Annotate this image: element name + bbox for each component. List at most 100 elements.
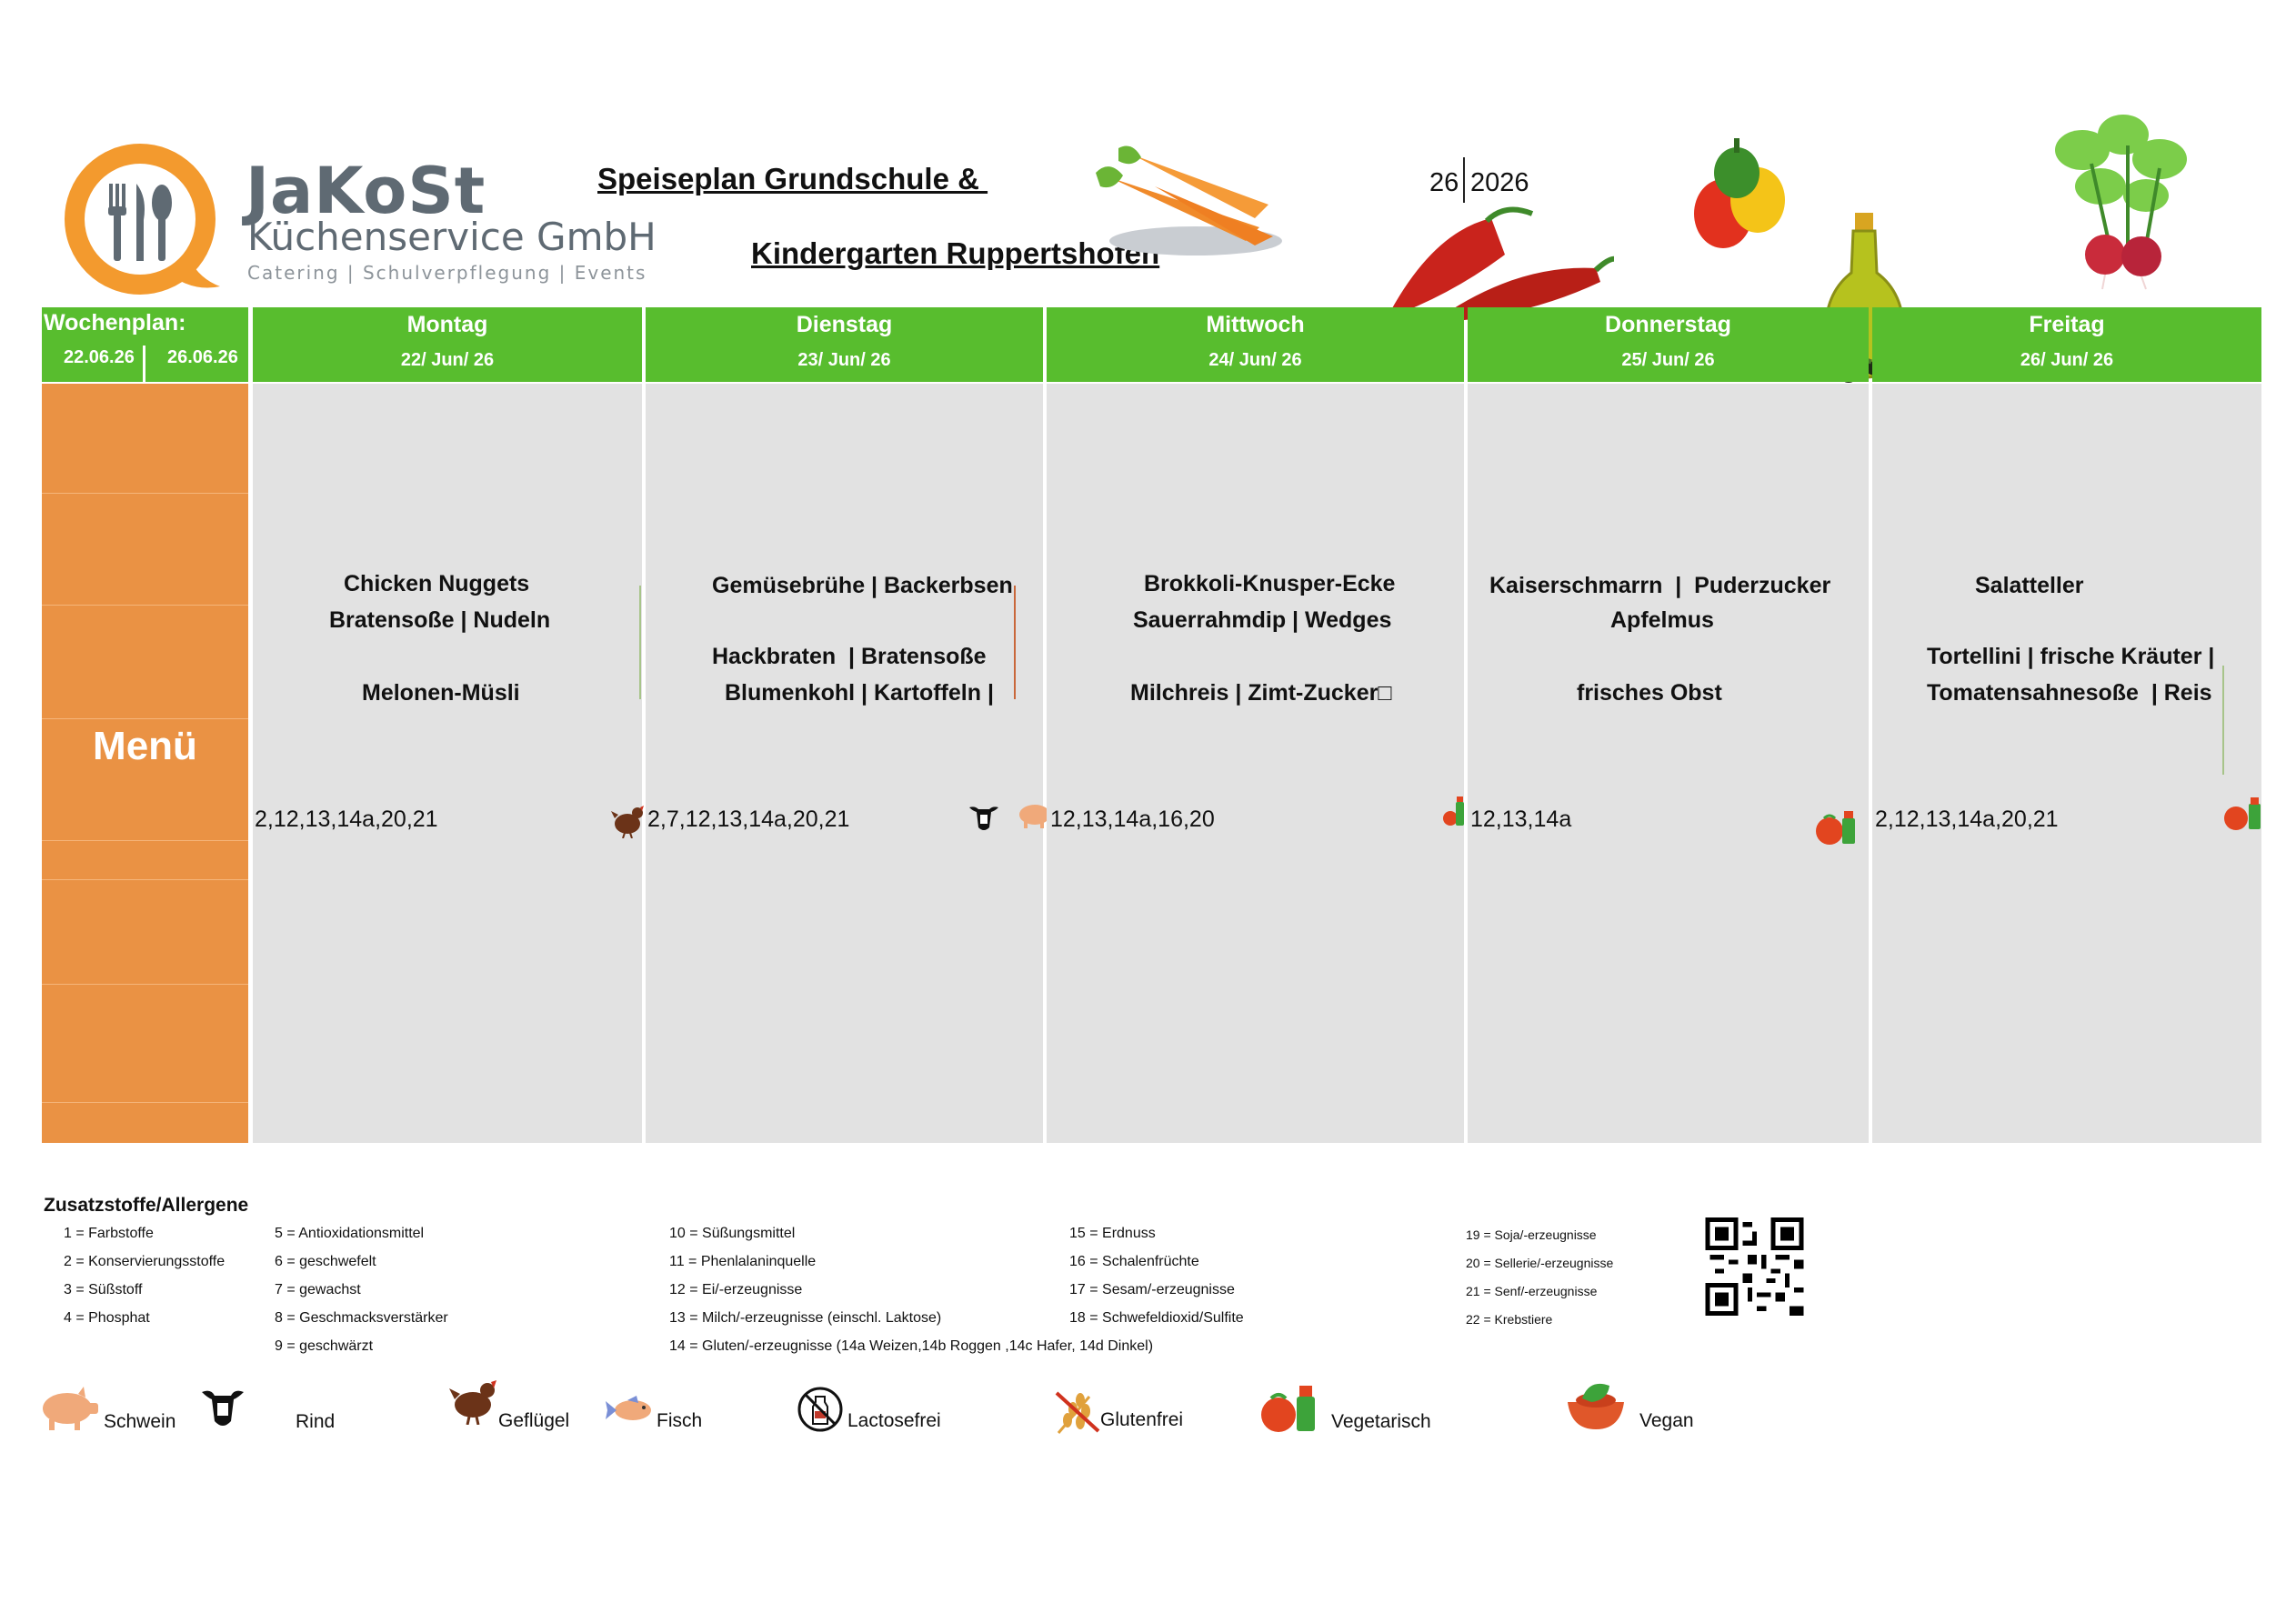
radishes-icon (2055, 115, 2187, 290)
legend-item: 19 = Soja/-erzeugnisse (1466, 1227, 1597, 1242)
jakost-logo-icon (65, 144, 220, 295)
day-cell-mittwoch: Brokkoli-Knusper-Ecke Sauerrahmdip | Wed… (1047, 384, 1464, 1143)
dish-line: frisches Obst (1577, 680, 1722, 706)
weekplan-label: Wochenplan: (44, 310, 186, 336)
day-header-mittwoch: Mittwoch 24/ Jun/ 26 (1047, 307, 1464, 382)
day-header-montag: Montag 22/ Jun/ 26 (253, 307, 642, 382)
legend-item: 5 = Antioxidationsmittel (275, 1226, 425, 1241)
allergen-codes: 12,13,14a,16,20 (1050, 806, 1215, 832)
cell-edge-line (2222, 666, 2224, 775)
year: 2026 (1470, 168, 1529, 197)
symbol-label-vegan: Vegan (1639, 1410, 1694, 1431)
legend-item: 4 = Phosphat (64, 1310, 150, 1326)
logo-brand-text: JaKoSt (246, 154, 486, 228)
week-year-divider (1463, 157, 1465, 203)
day-date: 26/ Jun/ 26 (2020, 350, 2114, 370)
dish-line: Kaiserschmarrn | Puderzucker (1489, 573, 1831, 598)
allergen-codes: 2,7,12,13,14a,20,21 (647, 806, 850, 832)
menu-column (42, 384, 248, 1143)
rind-icon (202, 1390, 244, 1426)
day-name: Donnerstag (1605, 312, 1731, 337)
vegetarisch-icon (1261, 1386, 1315, 1432)
dish-line: Melonen-Müsli (362, 680, 520, 706)
bell-peppers-icon (1694, 138, 1785, 248)
weekplan-start-date: 22.06.26 (64, 347, 135, 367)
dish-line: Salatteller (1975, 573, 2084, 598)
day-date: 23/ Jun/ 26 (797, 350, 891, 370)
logo-tagline: Catering | Schulverpflegung | Events (247, 262, 647, 284)
day-name: Freitag (2029, 312, 2105, 337)
dish-line: Tortellini | frische Kräuter | (1927, 644, 2215, 669)
dish-line: Gemüsebrühe | Backerbsen (712, 573, 1013, 598)
day-cell-donnerstag: Kaiserschmarrn | Puderzucker Apfelmus fr… (1468, 384, 1869, 1143)
day-name: Montag (406, 312, 488, 337)
logo-company-text: Küchenservice GmbH (247, 215, 657, 259)
day-header-freitag: Freitag 26/ Jun/ 26 (1872, 307, 2261, 382)
weekplan-date-divider (143, 346, 145, 382)
day-header-dienstag: Dienstag 23/ Jun/ 26 (646, 307, 1043, 382)
schwein-icon (43, 1387, 98, 1430)
allergen-codes: 12,13,14a (1470, 806, 1572, 832)
dish-line: Bratensoße | Nudeln (329, 607, 551, 633)
legend-item: 11 = Phenlalaninquelle (669, 1254, 817, 1269)
qr-code-icon[interactable] (1703, 1217, 1806, 1316)
legend-item: 22 = Krebstiere (1466, 1312, 1553, 1327)
legend-item: 3 = Süßstoff (64, 1282, 143, 1297)
legend-item: 15 = Erdnuss (1069, 1226, 1156, 1241)
day-cell-montag: Chicken Nuggets Bratensoße | Nudeln Melo… (253, 384, 644, 1143)
allergen-codes: 2,12,13,14a,20,21 (1875, 806, 2059, 832)
fisch-icon (606, 1396, 651, 1420)
gefluegel-icon (449, 1380, 496, 1425)
legend-item: 9 = geschwärzt (275, 1338, 374, 1354)
legend-item: 18 = Schwefeldioxid/Sulfite (1069, 1310, 1244, 1326)
dish-line: Tomatensahnesoße | Reis (1927, 680, 2212, 706)
carrots-plate-icon (1096, 145, 1282, 255)
legend-item: 7 = gewachst (275, 1282, 361, 1297)
vegetarisch-icon (2224, 797, 2261, 830)
day-header-donnerstag: Donnerstag 25/ Jun/ 26 (1468, 307, 1869, 382)
menu-row-label: Menü (93, 724, 197, 768)
allergen-codes: 2,12,13,14a,20,21 (255, 806, 438, 832)
symbol-label-gefluegel: Geflügel (498, 1410, 570, 1431)
glutenfrei-icon (1055, 1391, 1100, 1434)
symbol-label-fisch: Fisch (657, 1410, 703, 1431)
legend-item: 1 = Farbstoffe (64, 1226, 154, 1241)
dish-line: Milchreis | Zimt-Zucker□ (1130, 680, 1392, 706)
legend-item: 20 = Sellerie/-erzeugnisse (1466, 1256, 1614, 1270)
day-date: 22/ Jun/ 26 (400, 350, 495, 370)
legend-item: 14 = Gluten/-erzeugnisse (14a Weizen,14b… (669, 1338, 1154, 1354)
day-date: 24/ Jun/ 26 (1208, 350, 1302, 370)
dish-line: Blumenkohl | Kartoffeln | (725, 680, 994, 706)
legend-item: 21 = Senf/-erzeugnisse (1466, 1284, 1598, 1298)
vegetarisch-icon (1816, 811, 1855, 845)
dish-line: Sauerrahmdip | Wedges (1133, 607, 1392, 633)
legend-item: 2 = Konservierungsstoffe (64, 1254, 226, 1269)
weekplan-end-date: 26.06.26 (167, 347, 238, 367)
cell-edge-line (639, 586, 641, 699)
legend-item: 6 = geschwefelt (275, 1254, 376, 1269)
legend-item: 17 = Sesam/-erzeugnisse (1069, 1282, 1235, 1297)
symbol-label-schwein: Schwein (104, 1411, 176, 1432)
day-name: Dienstag (796, 312, 893, 337)
symbol-label-vegetarisch: Vegetarisch (1331, 1411, 1431, 1432)
vegetarisch-icon (1443, 796, 1464, 826)
symbol-label-glutenfrei: Glutenfrei (1100, 1409, 1184, 1430)
symbol-label-lactosefrei: Lactosefrei (847, 1410, 941, 1431)
legend-item: 10 = Süßungsmittel (669, 1226, 796, 1241)
legend-item: 8 = Geschmacksverstärker (275, 1310, 448, 1326)
symbol-label-rind: Rind (296, 1411, 336, 1432)
dish-line: Chicken Nuggets (344, 571, 530, 596)
rind-icon (969, 806, 998, 830)
lactosefrei-icon (797, 1387, 843, 1432)
dish-line: Hackbraten | Bratensoße (712, 644, 987, 669)
legend-item: 16 = Schalenfrüchte (1069, 1254, 1199, 1269)
legend-title: Zusatzstoffe/Allergene (44, 1195, 249, 1216)
day-cell-dienstag: Gemüsebrühe | Backerbsen Hackbraten | Br… (646, 384, 1054, 1143)
day-date: 25/ Jun/ 26 (1621, 350, 1715, 370)
legend-item: 13 = Milch/-erzeugnisse (einschl. Laktos… (669, 1310, 942, 1326)
vegan-icon (1568, 1383, 1624, 1429)
dish-line: Apfelmus (1610, 607, 1714, 633)
dish-line: Brokkoli-Knusper-Ecke (1144, 571, 1396, 596)
week-number: 26 (1429, 168, 1459, 197)
legend-item: 12 = Ei/-erzeugnisse (669, 1282, 803, 1297)
